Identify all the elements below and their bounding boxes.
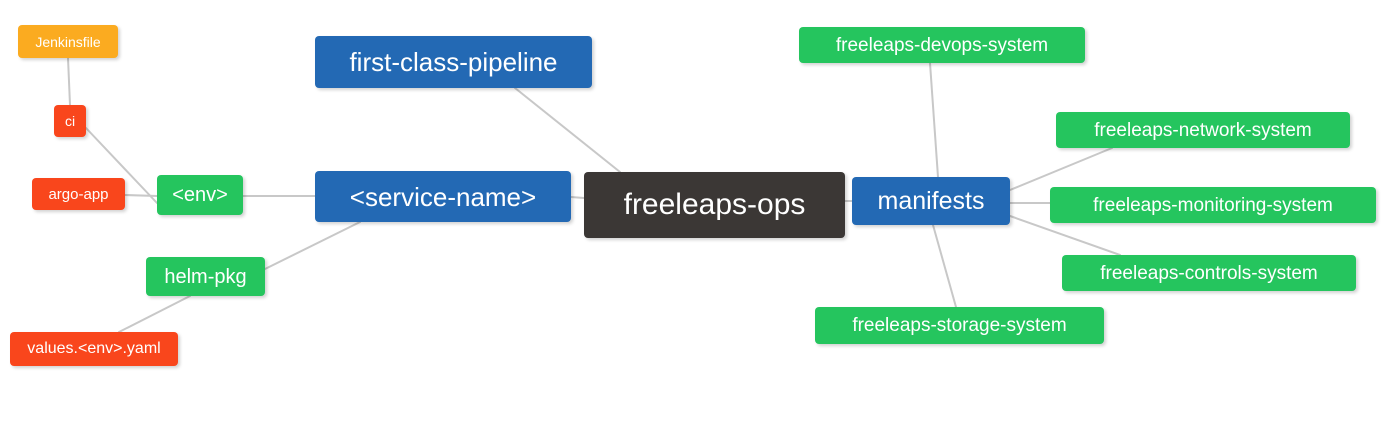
node-label: freeleaps-monitoring-system [1093,194,1333,216]
edge-values-yaml-to-helm-pkg [118,295,191,333]
edge-pipeline-to-freeleaps-ops [514,87,621,173]
node-label: argo-app [48,185,109,203]
node-label: freeleaps-controls-system [1100,262,1318,284]
node-jenkinsfile[interactable]: Jenkinsfile [18,25,118,58]
node-helm-pkg[interactable]: helm-pkg [146,257,265,296]
node-network[interactable]: freeleaps-network-system [1056,112,1350,148]
edge-helm-pkg-to-service-name [264,221,361,270]
node-label: <env> [172,184,228,206]
node-pipeline[interactable]: first-class-pipeline [315,36,592,88]
edge-service-name-to-freeleaps-ops [570,196,585,199]
node-label: freeleaps-ops [623,188,806,221]
node-label: freeleaps-network-system [1094,119,1312,141]
node-label: first-class-pipeline [349,47,558,77]
node-label: ci [64,113,76,129]
node-storage[interactable]: freeleaps-storage-system [815,307,1104,344]
node-manifests[interactable]: manifests [852,177,1010,225]
node-label: manifests [877,186,985,215]
node-service-name[interactable]: <service-name> [315,171,571,222]
node-freeleaps-ops[interactable]: freeleaps-ops [584,172,845,238]
node-label: <service-name> [349,181,537,212]
edge-manifests-to-controls [1009,215,1121,256]
node-devops[interactable]: freeleaps-devops-system [799,27,1085,63]
node-argo-app[interactable]: argo-app [32,178,125,210]
node-ci[interactable]: ci [54,105,86,137]
edge-manifests-to-devops [929,62,939,178]
node-monitoring[interactable]: freeleaps-monitoring-system [1050,187,1376,223]
node-label: Jenkinsfile [35,33,101,50]
edge-ci-to-env [85,127,158,204]
node-env[interactable]: <env> [157,175,243,215]
node-label: values.<env>.yaml [27,340,161,357]
edge-manifests-to-network [1009,147,1113,191]
node-controls[interactable]: freeleaps-controls-system [1062,255,1356,291]
node-label: helm-pkg [164,265,247,288]
node-label: freeleaps-storage-system [852,315,1067,336]
node-label: freeleaps-devops-system [835,34,1049,56]
node-values-yaml[interactable]: values.<env>.yaml [10,332,178,366]
edge-argo-app-to-env [124,194,158,197]
edge-manifests-to-storage [932,224,957,308]
edge-jenkinsfile-to-ci [67,57,71,106]
